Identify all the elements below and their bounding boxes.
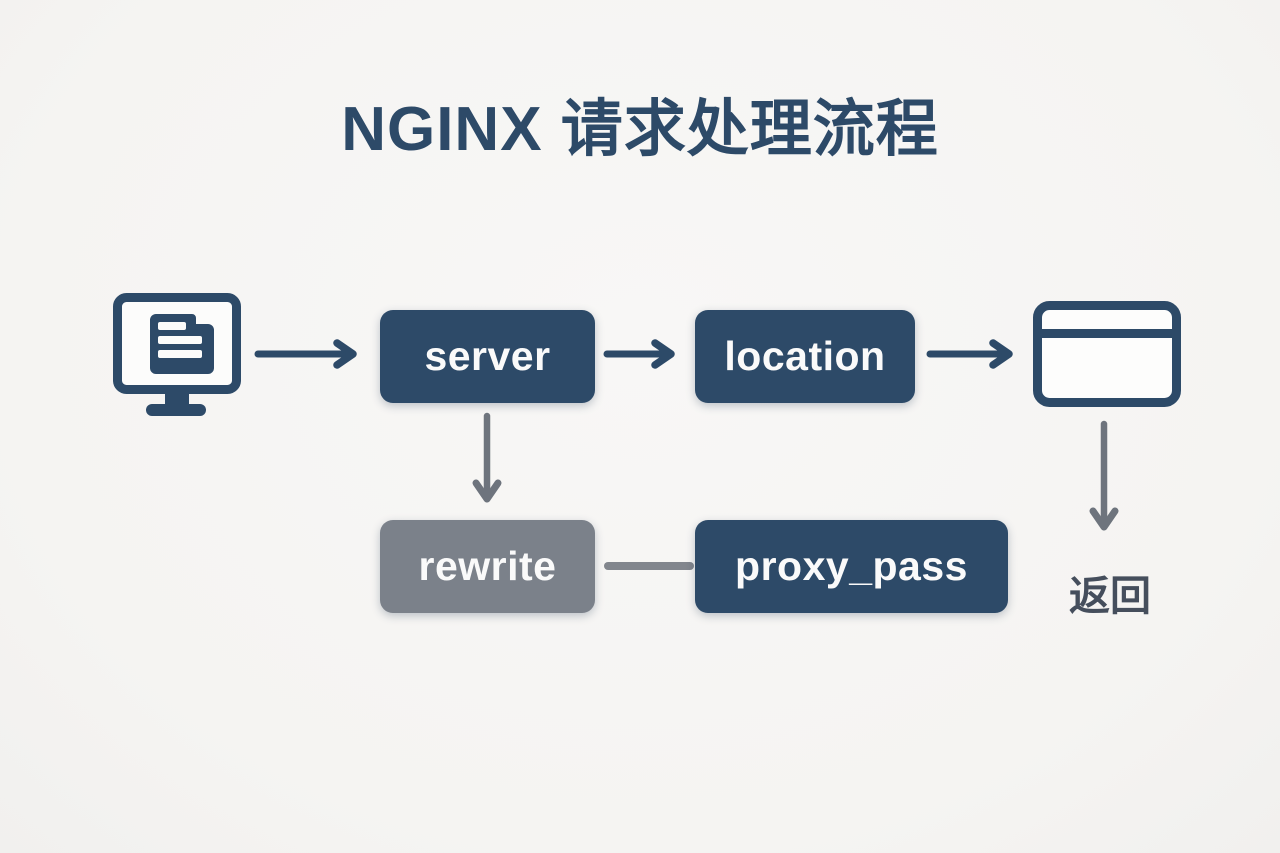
node-proxy-pass: proxy_pass	[695, 520, 1008, 613]
computer-monitor-icon	[113, 293, 241, 416]
connector-rewrite-to-proxy-pass	[604, 562, 694, 570]
node-server: server	[380, 310, 595, 403]
node-location: location	[695, 310, 915, 403]
node-proxy-pass-label: proxy_pass	[735, 543, 968, 589]
node-rewrite: rewrite	[380, 520, 595, 613]
arrow-server-to-rewrite-icon	[472, 412, 502, 503]
arrow-client-to-server-icon	[254, 339, 357, 369]
node-rewrite-label: rewrite	[418, 543, 557, 589]
node-location-label: location	[724, 333, 886, 379]
browser-window-icon	[1033, 301, 1181, 407]
arrow-response-to-return-icon	[1089, 420, 1119, 531]
arrow-server-to-location-icon	[603, 339, 675, 369]
page-title: NGINX 请求处理流程	[341, 95, 939, 164]
arrow-location-to-response-icon	[926, 339, 1013, 369]
return-label: 返回	[1069, 573, 1151, 619]
node-server-label: server	[424, 333, 551, 379]
